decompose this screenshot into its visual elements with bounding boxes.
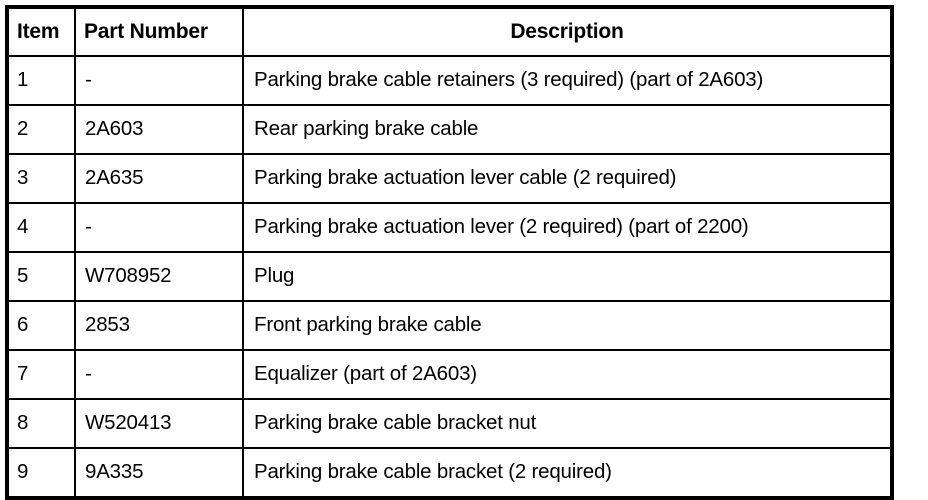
table-body: 1 - Parking brake cable retainers (3 req…: [6, 55, 893, 499]
cell-description: Rear parking brake cable: [242, 104, 893, 155]
table-row: 3 2A635 Parking brake actuation lever ca…: [6, 153, 893, 204]
cell-description: Front parking brake cable: [242, 300, 893, 351]
cell-item: 7: [6, 349, 76, 400]
table-header-row: Item Part Number Description: [6, 6, 893, 57]
cell-part-number: 9A335: [74, 447, 244, 499]
cell-description: Equalizer (part of 2A603): [242, 349, 893, 400]
table-row: 9 9A335 Parking brake cable bracket (2 r…: [6, 447, 893, 499]
cell-item: 9: [6, 447, 76, 499]
table-row: 8 W520413 Parking brake cable bracket nu…: [6, 398, 893, 449]
cell-description: Plug: [242, 251, 893, 302]
cell-item: 2: [6, 104, 76, 155]
cell-part-number: W520413: [74, 398, 244, 449]
table-row: 6 2853 Front parking brake cable: [6, 300, 893, 351]
table-row: 7 - Equalizer (part of 2A603): [6, 349, 893, 400]
cell-part-number: -: [74, 349, 244, 400]
cell-part-number: 2A635: [74, 153, 244, 204]
table-row: 5 W708952 Plug: [6, 251, 893, 302]
cell-part-number: -: [74, 55, 244, 106]
cell-description: Parking brake cable retainers (3 require…: [242, 55, 893, 106]
cell-description: Parking brake actuation lever cable (2 r…: [242, 153, 893, 204]
cell-item: 6: [6, 300, 76, 351]
table-row: 4 - Parking brake actuation lever (2 req…: [6, 202, 893, 253]
cell-item: 5: [6, 251, 76, 302]
table-row: 1 - Parking brake cable retainers (3 req…: [6, 55, 893, 106]
table-row: 2 2A603 Rear parking brake cable: [6, 104, 893, 155]
cell-item: 4: [6, 202, 76, 253]
cell-part-number: -: [74, 202, 244, 253]
cell-description: Parking brake cable bracket (2 required): [242, 447, 893, 499]
cell-description: Parking brake cable bracket nut: [242, 398, 893, 449]
parts-list-table: Item Part Number Description 1 - Parking…: [5, 5, 894, 500]
parts-table-container: Item Part Number Description 1 - Parking…: [5, 5, 894, 500]
column-header-description: Description: [242, 6, 893, 57]
cell-item: 3: [6, 153, 76, 204]
column-header-part-number: Part Number: [74, 6, 244, 57]
column-header-item: Item: [6, 6, 76, 57]
cell-part-number: W708952: [74, 251, 244, 302]
cell-description: Parking brake actuation lever (2 require…: [242, 202, 893, 253]
cell-part-number: 2A603: [74, 104, 244, 155]
cell-item: 8: [6, 398, 76, 449]
cell-item: 1: [6, 55, 76, 106]
table-header: Item Part Number Description: [6, 6, 893, 57]
cell-part-number: 2853: [74, 300, 244, 351]
